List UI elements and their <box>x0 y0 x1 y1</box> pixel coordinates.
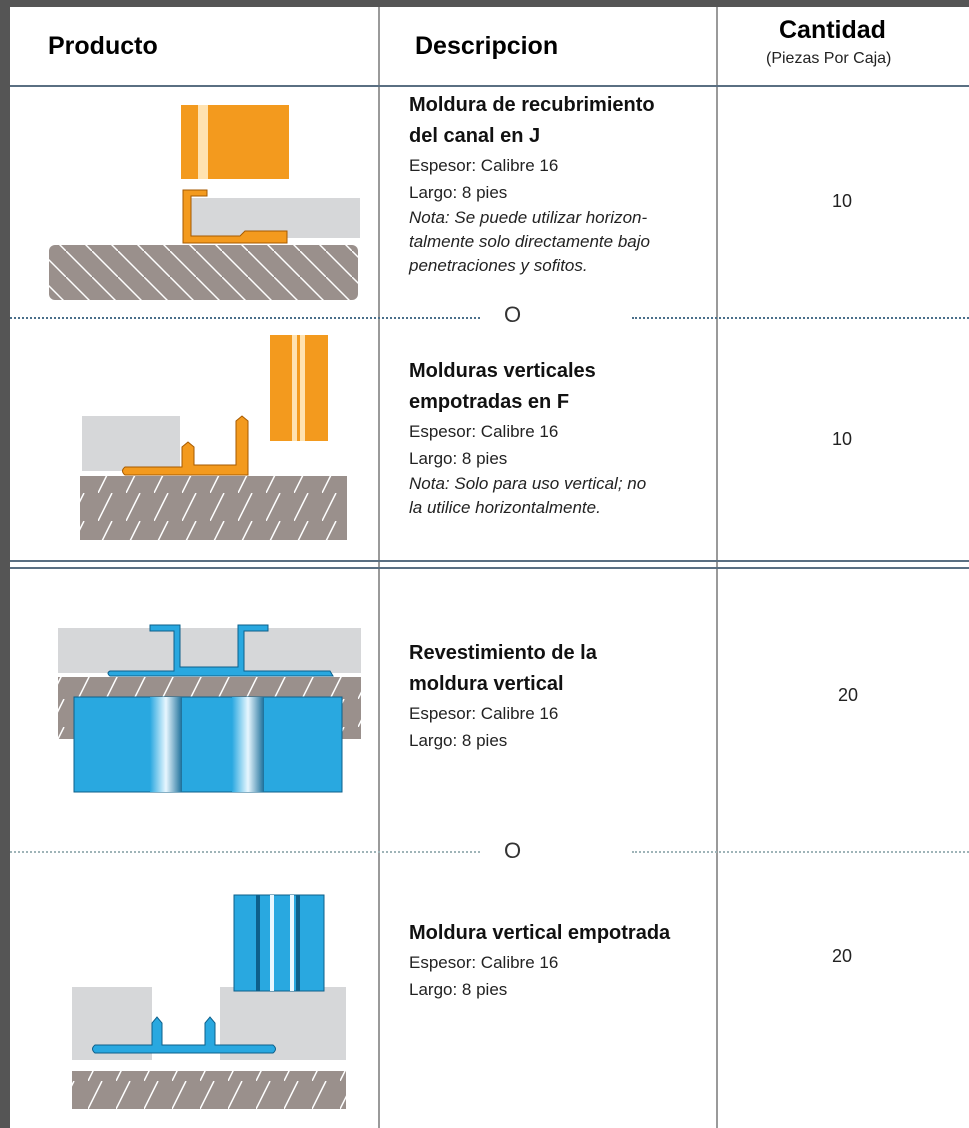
row-1-length: Largo: 8 pies <box>409 183 508 202</box>
row-2-note-1: Nota: Solo para uso vertical; no <box>409 474 647 493</box>
or-divider-right-2 <box>632 851 969 853</box>
row-3-title-1: Revestimiento de la <box>409 642 597 664</box>
header-description: Descripcion <box>415 32 559 60</box>
row-1-note-2: talmente solo directamente bajo <box>409 232 650 251</box>
row-2-description: Molduras verticales empotradas en F Espe… <box>409 356 709 520</box>
row-2-length: Largo: 8 pies <box>409 449 508 468</box>
row-1-title-2: del canal en J <box>409 125 541 147</box>
row-3-description: Revestimiento de la moldura vertical Esp… <box>409 638 709 754</box>
j-channel-trim-illustration <box>49 105 360 300</box>
section-divider-2 <box>10 567 969 569</box>
f-reveal-trim-illustration <box>80 335 347 540</box>
or-divider-right-1 <box>632 317 969 319</box>
row-4-length: Largo: 8 pies <box>409 980 508 999</box>
row-4-quantity: 20 <box>832 946 853 966</box>
or-label-1: O <box>504 302 522 327</box>
row-4-title-1: Moldura vertical empotrada <box>409 922 671 944</box>
row-3-length: Largo: 8 pies <box>409 731 508 750</box>
row-3-title-2: moldura vertical <box>409 673 564 695</box>
row-2-thickness: Espesor: Calibre 16 <box>409 422 559 441</box>
row-3-quantity: 20 <box>838 685 859 705</box>
vertical-trim-cover-illustration <box>58 624 361 793</box>
row-1-note-1: Nota: Se puede utilizar horizon- <box>409 208 648 227</box>
row-1-note-3: penetraciones y sofitos. <box>409 256 588 275</box>
or-divider-left-1 <box>10 317 480 319</box>
row-2-note-2: la utilice horizontalmente. <box>409 498 601 517</box>
row-1-quantity: 10 <box>832 191 853 211</box>
or-label-2: O <box>504 838 522 863</box>
row-1-description: Moldura de recubrimiento del canal en J … <box>409 90 709 278</box>
row-4-description: Moldura vertical empotrada Espesor: Cali… <box>409 918 709 1003</box>
header-quantity: Cantidad <box>779 16 886 44</box>
header-divider <box>10 85 969 87</box>
row-2-quantity: 10 <box>832 429 853 449</box>
row-2-title-1: Molduras verticales <box>409 360 596 382</box>
row-3-thickness: Espesor: Calibre 16 <box>409 704 559 723</box>
header-quantity-sub: (Piezas Por Caja) <box>766 50 892 67</box>
row-1-title-1: Moldura de recubrimiento <box>409 94 655 116</box>
section-divider <box>10 560 969 562</box>
or-divider-left-2 <box>10 851 480 853</box>
vertical-reveal-trim-illustration <box>72 894 346 1109</box>
row-2-title-2: empotradas en F <box>409 391 570 413</box>
row-4-thickness: Espesor: Calibre 16 <box>409 953 559 972</box>
header-product: Producto <box>48 32 158 60</box>
row-1-thickness: Espesor: Calibre 16 <box>409 156 559 175</box>
